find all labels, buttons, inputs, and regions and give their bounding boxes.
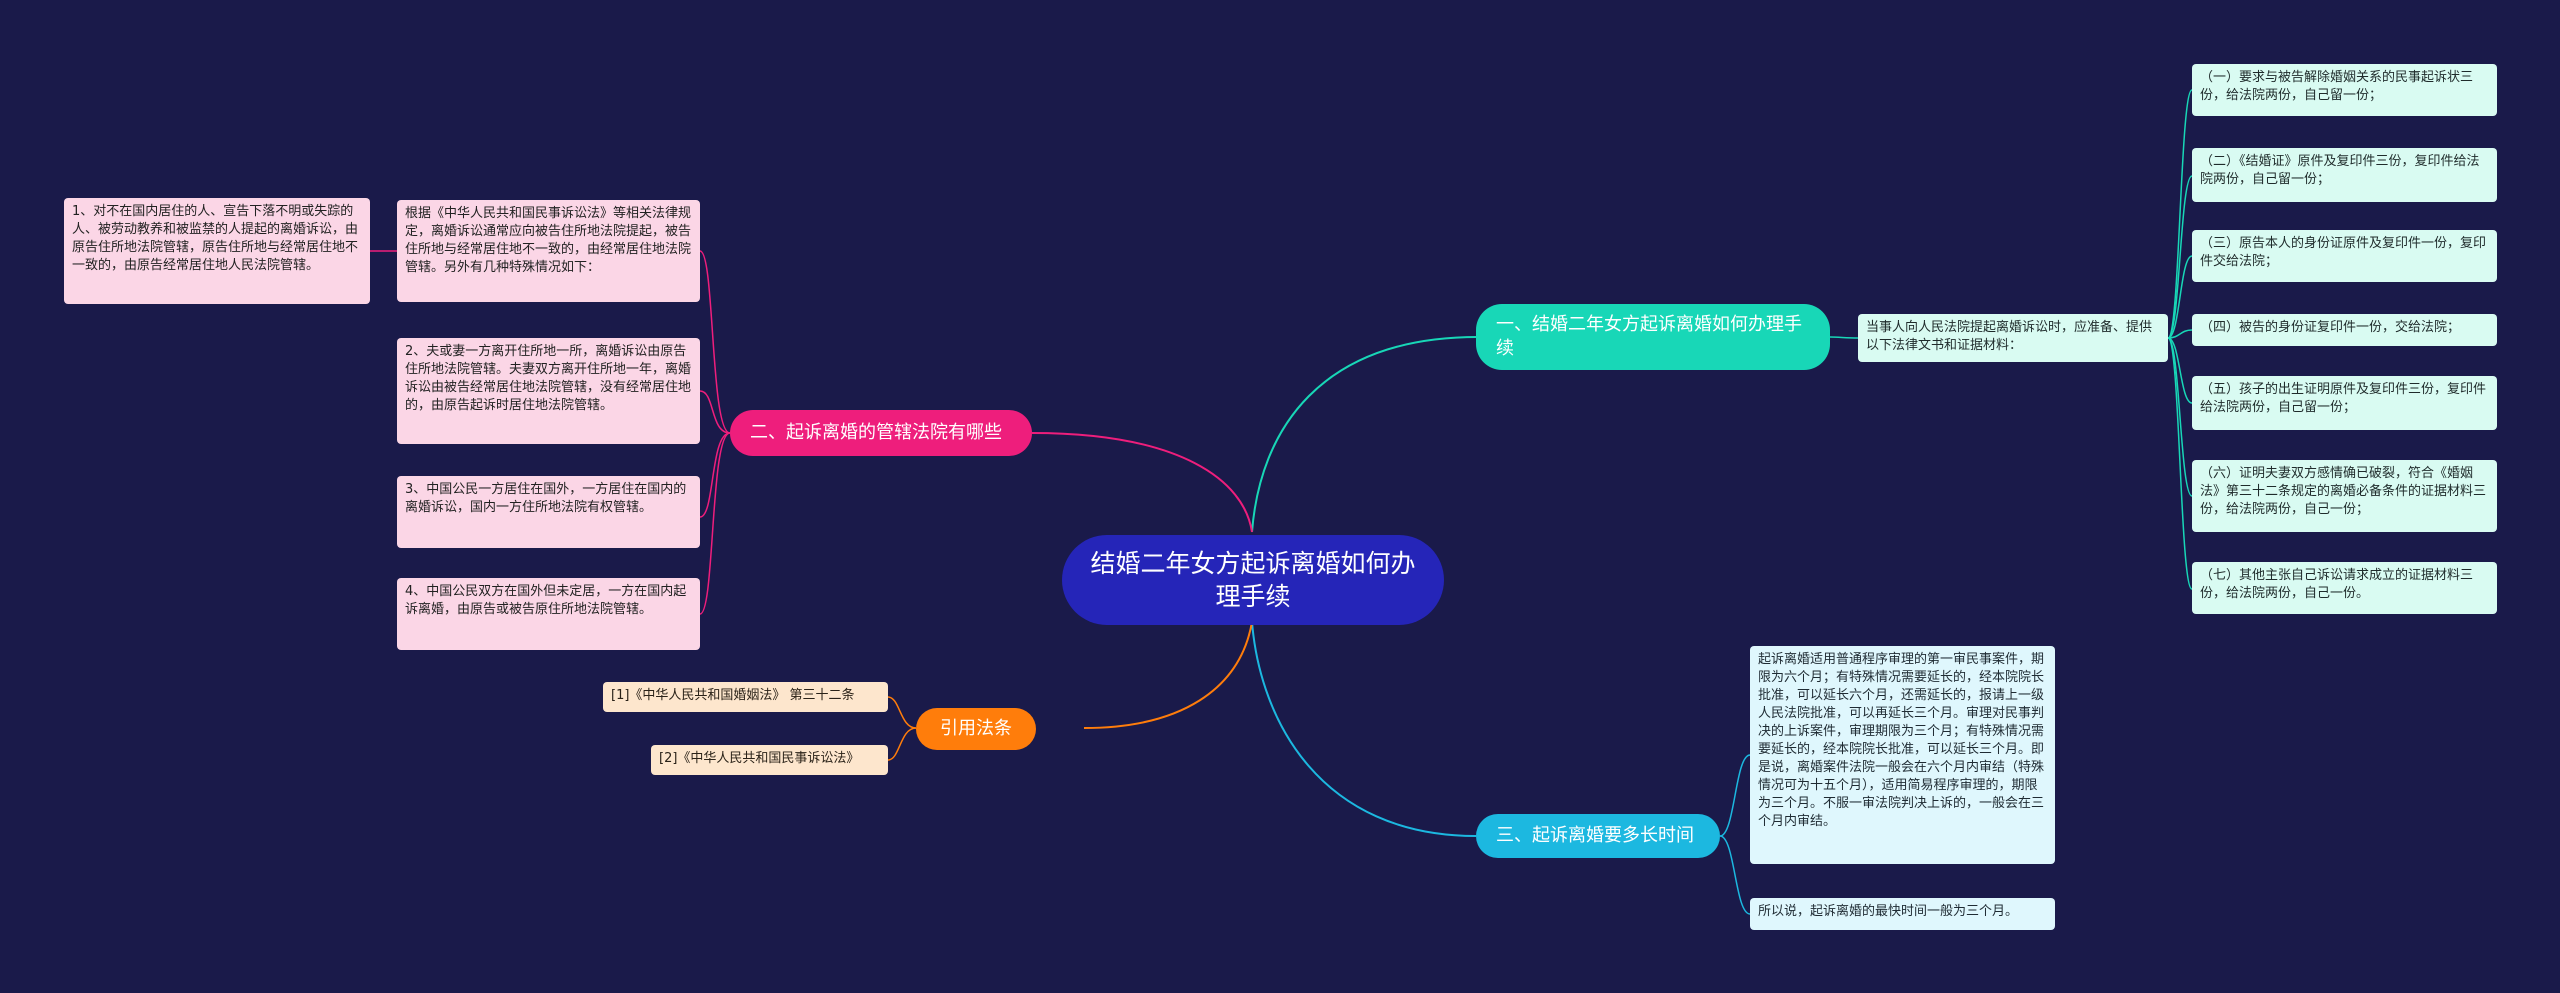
branch-1-item-3[interactable]: （三）原告本人的身份证原件及复印件一份，复印件交给法院； [2192,230,2497,282]
branch-4-item-2[interactable]: [2]《中华人民共和国民事诉讼法》 [651,745,888,775]
branch-3-topic[interactable]: 三、起诉离婚要多长时间 [1476,814,1720,858]
item-text: 2、夫或妻一方离开住所地一所，离婚诉讼由原告住所地法院管辖。夫妻双方离开住所地一… [405,344,692,413]
branch-1-item-6[interactable]: （六）证明夫妻双方感情确已破裂，符合《婚姻法》第三十二条规定的离婚必备条件的证据… [2192,460,2497,532]
branch-2-topic[interactable]: 二、起诉离婚的管辖法院有哪些 [730,410,1032,456]
item-text: 起诉离婚适用普通程序审理的第一审民事案件，期限为六个月；有特殊情况需要延长的，经… [1758,652,2045,829]
item-text: （二）《结婚证》原件及复印件三份，复印件给法院两份，自己留一份； [2200,154,2480,187]
item-text: 所以说，起诉离婚的最快时间一般为三个月。 [1758,904,2019,919]
root-topic-label: 结婚二年女方起诉离婚如何办理手续 [1090,549,1416,611]
branch-2-label: 二、起诉离婚的管辖法院有哪些 [750,422,1002,443]
item-text: [1]《中华人民共和国婚姻法》 第三十二条 [611,688,855,703]
branch-1-item-2[interactable]: （二）《结婚证》原件及复印件三份，复印件给法院两份，自己留一份； [2192,148,2497,202]
branch-2-item-2[interactable]: 2、夫或妻一方离开住所地一所，离婚诉讼由原告住所地法院管辖。夫妻双方离开住所地一… [397,338,700,444]
item-text: （四）被告的身份证复印件一份，交给法院； [2200,320,2461,335]
item-text: [2]《中华人民共和国民事诉讼法》 [659,751,860,766]
branch-1-item-5[interactable]: （五）孩子的出生证明原件及复印件三份，复印件给法院两份，自己留一份； [2192,376,2497,430]
branch-4-item-1[interactable]: [1]《中华人民共和国婚姻法》 第三十二条 [603,682,888,712]
branch-3-item-1[interactable]: 起诉离婚适用普通程序审理的第一审民事案件，期限为六个月；有特殊情况需要延长的，经… [1750,646,2055,864]
item-text: 3、中国公民一方居住在国外，一方居住在国内的离婚诉讼，国内一方住所地法院有权管辖… [405,482,687,515]
item-text: （三）原告本人的身份证原件及复印件一份，复印件交给法院； [2200,236,2487,269]
branch-1-topic[interactable]: 一、结婚二年女方起诉离婚如何办理手续 [1476,304,1830,370]
item-text: （五）孩子的出生证明原件及复印件三份，复印件给法院两份，自己留一份； [2200,382,2487,415]
branch-1-label: 一、结婚二年女方起诉离婚如何办理手续 [1496,314,1802,359]
branch-1-intro-text: 当事人向人民法院提起离婚诉讼时，应准备、提供以下法律文书和证据材料： [1866,320,2153,353]
branch-3-label: 三、起诉离婚要多长时间 [1496,825,1694,846]
item-text: （一）要求与被告解除婚姻关系的民事起诉状三份，给法院两份，自己留一份； [2200,70,2474,103]
item-text: （七）其他主张自己诉讼请求成立的证据材料三份，给法院两份，自己一份。 [2200,568,2474,601]
branch-1-intro-card[interactable]: 当事人向人民法院提起离婚诉讼时，应准备、提供以下法律文书和证据材料： [1858,314,2168,362]
branch-4-label: 引用法条 [940,718,1012,739]
branch-2-intro-text: 根据《中华人民共和国民事诉讼法》等相关法律规定，离婚诉讼通常应向被告住所地法院提… [405,206,692,275]
item-text: 4、中国公民双方在国外但未定居，一方在国内起诉离婚，由原告或被告原住所地法院管辖… [405,584,687,617]
branch-2-sub-card[interactable]: 1、对不在国内居住的人、宣告下落不明或失踪的人、被劳动教养和被监禁的人提起的离婚… [64,198,370,304]
root-topic[interactable]: 结婚二年女方起诉离婚如何办理手续 [1062,535,1444,625]
branch-4-topic[interactable]: 引用法条 [916,708,1036,750]
branch-3-item-2[interactable]: 所以说，起诉离婚的最快时间一般为三个月。 [1750,898,2055,930]
branch-2-sub-text: 1、对不在国内居住的人、宣告下落不明或失踪的人、被劳动教养和被监禁的人提起的离婚… [72,204,359,273]
branch-1-item-4[interactable]: （四）被告的身份证复印件一份，交给法院； [2192,314,2497,346]
branch-2-intro-card[interactable]: 根据《中华人民共和国民事诉讼法》等相关法律规定，离婚诉讼通常应向被告住所地法院提… [397,200,700,302]
branch-1-item-1[interactable]: （一）要求与被告解除婚姻关系的民事起诉状三份，给法院两份，自己留一份； [2192,64,2497,116]
branch-1-item-7[interactable]: （七）其他主张自己诉讼请求成立的证据材料三份，给法院两份，自己一份。 [2192,562,2497,614]
branch-2-item-4[interactable]: 4、中国公民双方在国外但未定居，一方在国内起诉离婚，由原告或被告原住所地法院管辖… [397,578,700,650]
branch-2-item-3[interactable]: 3、中国公民一方居住在国外，一方居住在国内的离婚诉讼，国内一方住所地法院有权管辖… [397,476,700,548]
item-text: （六）证明夫妻双方感情确已破裂，符合《婚姻法》第三十二条规定的离婚必备条件的证据… [2200,466,2487,517]
